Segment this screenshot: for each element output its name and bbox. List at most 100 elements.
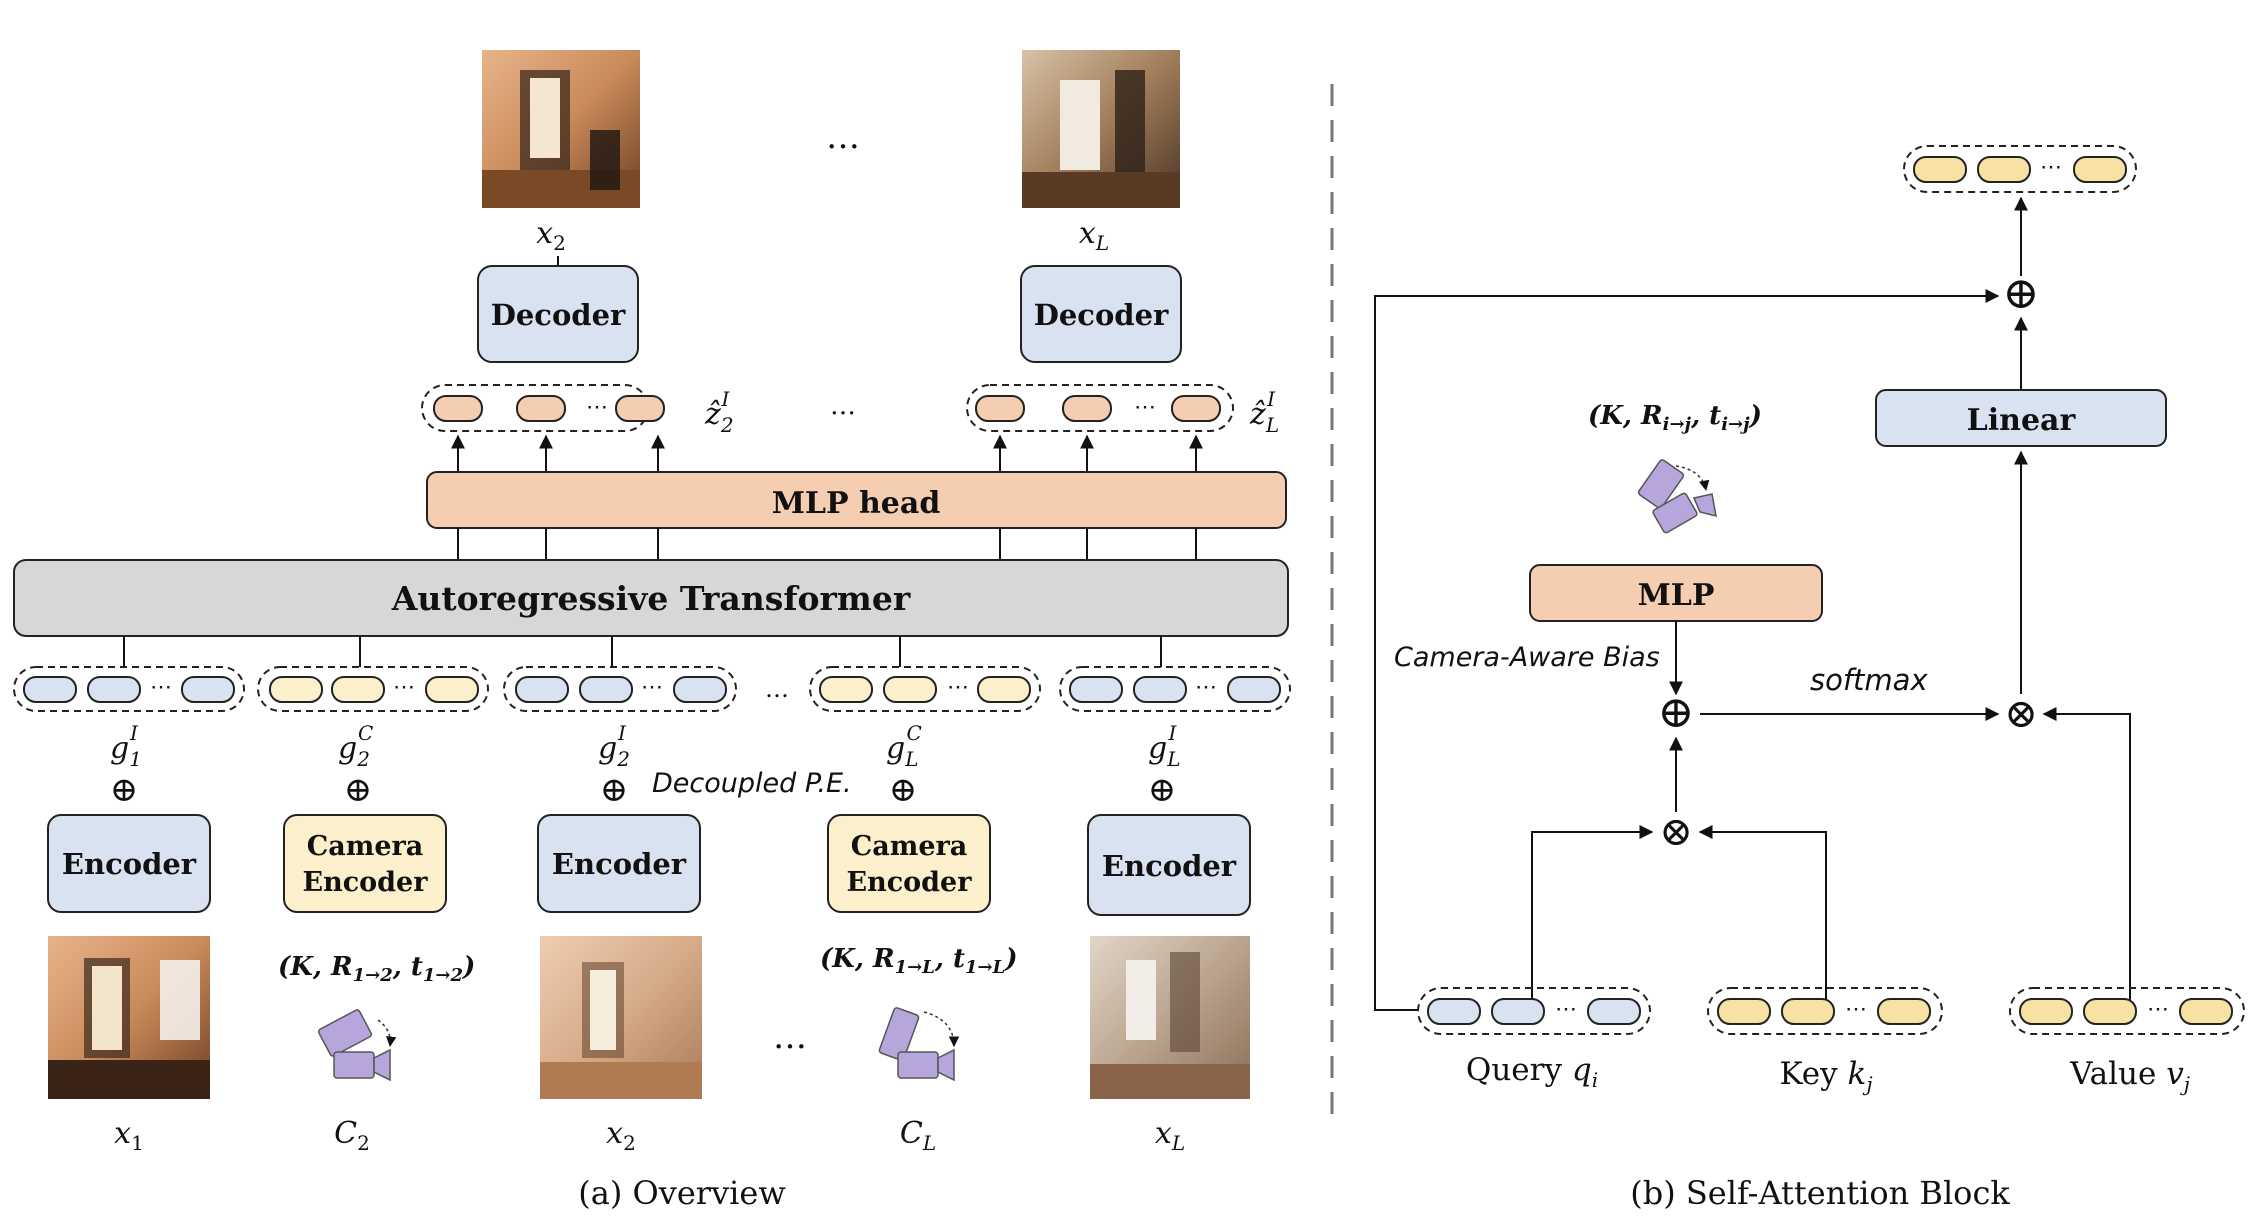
mlp-to-latent-arrows	[451, 434, 1203, 472]
output-image-x2	[482, 50, 640, 208]
svg-text:⋯: ⋯	[2147, 997, 2169, 1022]
camera-icon-C2	[317, 1009, 397, 1082]
camera-encoder-box-2: Camera Encoder	[283, 814, 447, 913]
svg-text:⋯: ⋯	[2040, 155, 2062, 180]
input-label-xL: xL	[1155, 1116, 1185, 1155]
decoder-label-1: Decoder	[491, 298, 626, 332]
pos-embed-gLC: gLC	[886, 721, 922, 771]
camera-param-1toL: (K, R1→L, t1→L)	[820, 944, 1018, 978]
camera-encoder-line2-2: Encoder	[303, 867, 429, 898]
token-ellipsis: …	[765, 675, 789, 703]
mlp-box: MLP	[1529, 564, 1823, 622]
svg-text:⋯: ⋯	[150, 675, 172, 700]
token-to-transformer-lines	[123, 636, 1162, 667]
decoder-box-2: Decoder	[1020, 265, 1182, 363]
linear-box: Linear	[1875, 389, 2167, 447]
svg-text:⋯: ⋯	[1555, 997, 1577, 1022]
decoder-box-1: Decoder	[477, 265, 639, 363]
input-label-x1: x1	[114, 1116, 144, 1155]
camera-encoder-line2-L: Encoder	[847, 867, 973, 898]
latent-tokens-2: ⋯	[421, 384, 665, 432]
image-tokens-1: ⋯	[13, 666, 245, 712]
pos-embed-g2C: g2C	[338, 721, 373, 771]
image-tokens-L: ⋯	[1059, 666, 1291, 712]
camera-tokens-2: ⋯	[257, 666, 489, 712]
camera-icon-attention	[1637, 459, 1717, 534]
mlp-head-label: MLP head	[772, 486, 941, 521]
input-label-CL: CL	[900, 1116, 936, 1155]
add-symbol-1: ⊕	[110, 770, 139, 810]
encoder-box-1: Encoder	[47, 814, 211, 913]
camera-param-itoj: (K, Ri→j, ti→j)	[1588, 401, 1762, 435]
weighted-sum-symbol: ⊗	[2004, 691, 2038, 737]
input-label-x2: x2	[606, 1116, 636, 1155]
transformer-to-mlp-lines	[457, 528, 1197, 560]
output-image-xL	[1022, 50, 1180, 208]
output-label-x2: x2	[536, 216, 566, 255]
pos-embed-gLI: gLI	[1148, 721, 1181, 771]
add-symbol-5: ⊕	[1148, 770, 1177, 810]
latent-label-L: ẑLI	[1249, 387, 1279, 437]
latent-label-2: ẑ2I	[704, 387, 734, 437]
latent-ellipsis: …	[830, 391, 856, 421]
bias-add-symbol: ⊕	[1658, 687, 1695, 738]
input-image-xL	[1090, 936, 1250, 1099]
camera-bias-label: Camera-Aware Bias	[1394, 642, 1660, 673]
input-image-x2	[540, 936, 702, 1099]
input-labels: x1 C2 x2 CL xL	[114, 1116, 1185, 1155]
camera-encoder-line1-L: Camera	[851, 831, 967, 862]
transformer-label: Autoregressive Transformer	[391, 579, 911, 618]
svg-text:⋯: ⋯	[947, 675, 969, 700]
transformer-box: Autoregressive Transformer	[13, 559, 1289, 637]
query-tokens: ⋯	[1417, 987, 1651, 1035]
attention-caption: (b) Self-Attention Block	[1630, 1174, 2010, 1212]
linear-label: Linear	[1967, 403, 2077, 438]
attention-panel: ⋯ ⊕ Linear (K, Ri→j, ti→j) MLP Camera-Aw…	[1374, 145, 2245, 1212]
camera-encoder-line1-2: Camera	[307, 831, 423, 862]
camera-encoder-box-L: Camera Encoder	[827, 814, 991, 913]
qk-product-symbol: ⊗	[1659, 809, 1693, 855]
encoder-label-1: Encoder	[62, 847, 197, 881]
overview-caption: (a) Overview	[578, 1174, 785, 1212]
camera-param-1to2: (K, R1→2, t1→2)	[278, 952, 475, 986]
query-label: Query qi	[1466, 1052, 1598, 1092]
pos-embed-g2I: g2I	[598, 721, 630, 771]
camera-icon-CL	[878, 1007, 960, 1082]
bottom-ellipsis: …	[773, 1017, 807, 1057]
add-symbols: ⊕ ⊕ ⊕ ⊕ ⊕	[110, 770, 1177, 810]
add-symbol-3: ⊕	[600, 770, 629, 810]
residual-add-symbol: ⊕	[2003, 268, 2040, 319]
residual-path	[1374, 289, 2000, 1011]
camera-tokens-L: ⋯	[809, 666, 1041, 712]
mlp-label: MLP	[1638, 578, 1715, 613]
input-image-x1	[48, 936, 210, 1099]
encoder-box-2: Encoder	[537, 814, 701, 913]
decoupled-pe-label: Decoupled P.E.	[652, 768, 852, 799]
value-tokens: ⋯	[2009, 987, 2245, 1035]
pos-embed-g1I: g1I	[110, 721, 142, 771]
svg-text:⋯: ⋯	[1134, 395, 1156, 420]
softmax-label: softmax	[1810, 663, 1928, 697]
svg-text:⋯: ⋯	[1845, 997, 1867, 1022]
latent-tokens-L: ⋯	[966, 384, 1234, 432]
add-symbol-2: ⊕	[344, 770, 373, 810]
key-label: Key kj	[1779, 1056, 1872, 1096]
add-symbol-4: ⊕	[889, 770, 918, 810]
svg-text:⋯: ⋯	[1195, 675, 1217, 700]
svg-text:⋯: ⋯	[586, 395, 608, 420]
encoder-label-L: Encoder	[1102, 849, 1237, 883]
attention-output-tokens: ⋯	[1903, 145, 2137, 193]
mlp-head-box: MLP head	[426, 471, 1287, 529]
decoder-label-2: Decoder	[1034, 298, 1169, 332]
svg-text:⋯: ⋯	[393, 675, 415, 700]
key-tokens: ⋯	[1707, 987, 1943, 1035]
encoder-label-2: Encoder	[552, 847, 687, 881]
output-label-xL: xL	[1079, 216, 1109, 255]
overview-panel: … x2 xL Decoder Decoder ⋯ ẑ2I … ⋯	[13, 50, 1291, 1212]
svg-text:⋯: ⋯	[641, 675, 663, 700]
input-label-C2: C2	[334, 1116, 370, 1155]
top-ellipsis: …	[826, 117, 860, 157]
image-tokens-2: ⋯	[503, 666, 737, 712]
encoder-box-L: Encoder	[1087, 814, 1251, 916]
